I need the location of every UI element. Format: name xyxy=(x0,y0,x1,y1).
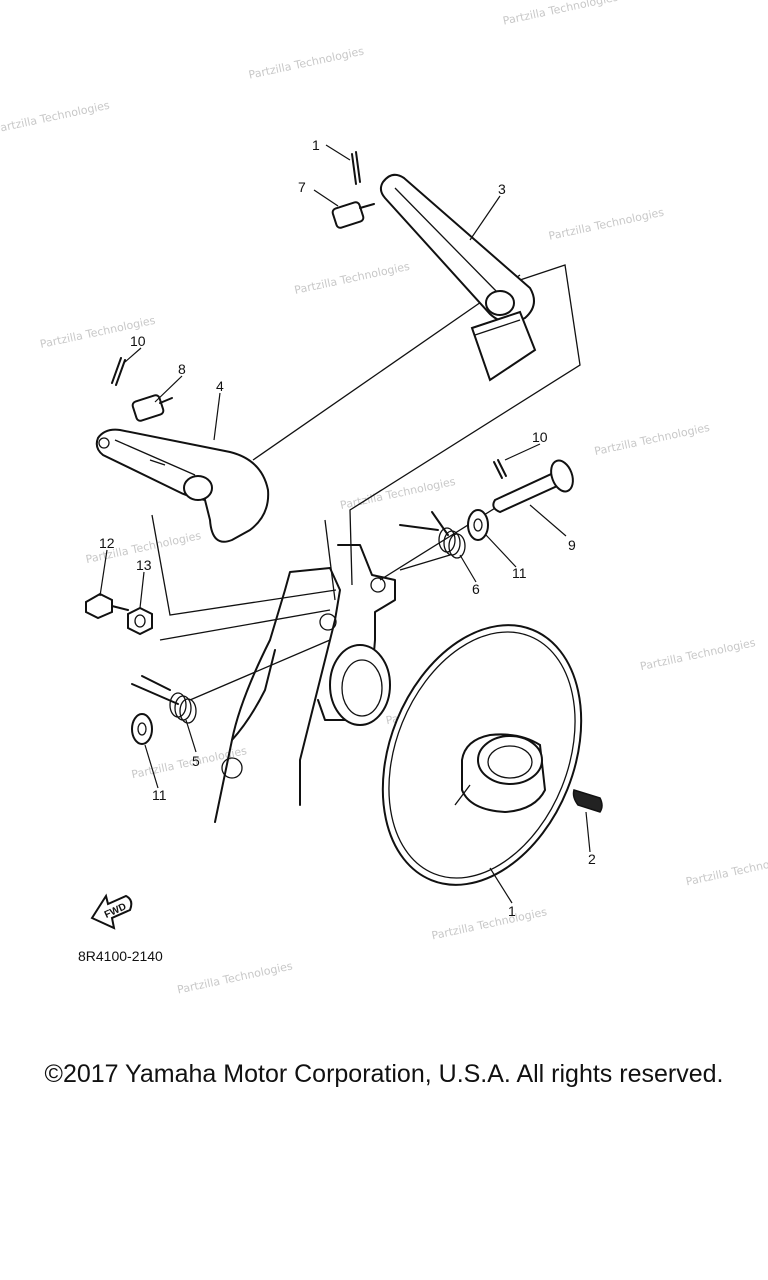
watermark: Partzilla Technologies xyxy=(639,636,757,673)
callout-5: 5 xyxy=(192,753,200,769)
leader-lines xyxy=(99,144,591,904)
watermark-grid: Partzilla Technologies Partzilla Technol… xyxy=(0,0,768,997)
part-10-cotter-pin[interactable] xyxy=(111,151,507,479)
assembly-guide-lines xyxy=(151,264,581,701)
part-8-pin[interactable] xyxy=(131,394,173,422)
bracket-housing xyxy=(214,544,396,823)
diagram-code: 8R4100-2140 xyxy=(78,948,163,964)
watermark: Partzilla Technologies xyxy=(176,959,294,996)
watermark: Partzilla Technologies xyxy=(502,0,620,28)
part-11-washer[interactable] xyxy=(131,509,489,745)
part-4-lower-arm[interactable] xyxy=(95,428,270,543)
part-1-sheave[interactable] xyxy=(346,595,618,914)
part-6-torsion-spring[interactable] xyxy=(399,511,466,559)
watermark: Partzilla Technologies xyxy=(547,206,665,243)
callout-2: 2 xyxy=(588,851,596,867)
part-12-bolt[interactable] xyxy=(85,592,129,620)
callout-3: 3 xyxy=(498,181,506,197)
watermark: Partzilla Technologies xyxy=(685,851,768,888)
callout-1: 1 xyxy=(508,903,516,919)
callout-13: 13 xyxy=(136,557,152,573)
copyright-notice: ©2017 Yamaha Motor Corporation, U.S.A. A… xyxy=(44,1060,724,1088)
part-9-clevis-pin[interactable] xyxy=(492,458,577,514)
callout-12: 12 xyxy=(99,535,115,551)
part-13-nut[interactable] xyxy=(127,606,153,636)
fwd-arrow-icon: FWD xyxy=(90,893,133,930)
callout-6: 6 xyxy=(472,581,480,597)
part-3-upper-arm[interactable] xyxy=(379,173,537,382)
callout-4: 4 xyxy=(216,378,224,394)
callout-11: 11 xyxy=(152,787,167,803)
callout-10: 10 xyxy=(130,333,146,349)
watermark: Partzilla Technologies xyxy=(293,260,411,297)
callouts: 1 7 3 10 8 4 10 9 6 11 12 13 5 11 2 1 xyxy=(99,137,596,919)
callout-9: 9 xyxy=(568,537,576,553)
callout-11: 11 xyxy=(512,565,527,581)
callout-8: 8 xyxy=(178,361,186,377)
callout-7: 7 xyxy=(298,179,306,195)
watermark: Partzilla Technologies xyxy=(593,421,711,458)
part-7-pin[interactable] xyxy=(331,201,375,229)
callout-10: 10 xyxy=(532,429,548,445)
watermark: Partzilla Technologies xyxy=(0,99,111,136)
part-2-key[interactable] xyxy=(572,789,603,813)
watermark: Partzilla Technologies xyxy=(247,44,365,81)
part-5-torsion-spring[interactable] xyxy=(131,675,197,724)
watermark: Partzilla Technologies xyxy=(430,905,548,942)
callout-10: 1 xyxy=(312,137,320,153)
